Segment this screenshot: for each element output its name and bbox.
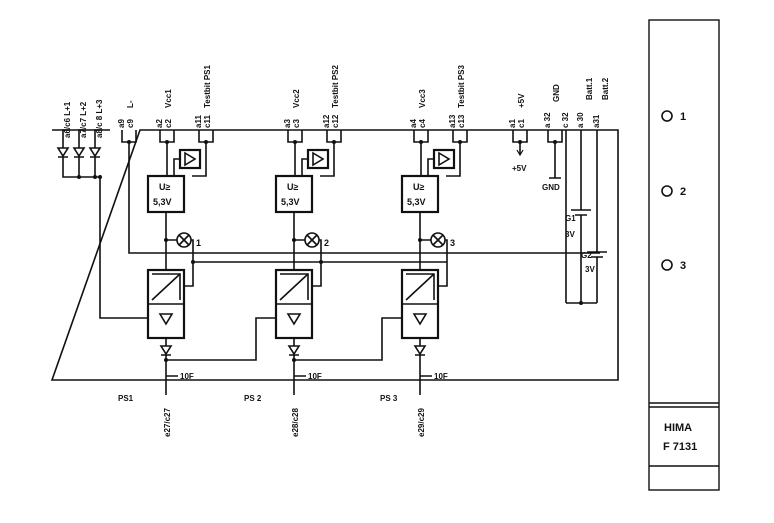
pin-gnd-label: GND — [552, 84, 561, 102]
ch1-ps-label: PS1 — [118, 394, 134, 403]
ch3-pin-c2: c13 — [457, 114, 466, 128]
channel-2: a3 c3 Vcc2 a12 c12 Testbit PS2 U≥ 5,3V 2… — [244, 64, 342, 437]
ch3-pin-c: c4 — [418, 119, 427, 128]
ch1-lamp-label: 1 — [196, 238, 201, 248]
ch2-testbit-label: Testbit PS2 — [331, 64, 340, 108]
svg-text:5,3V: 5,3V — [153, 197, 172, 207]
ch1-comparator — [146, 174, 186, 214]
ch3-vcc-label: Vcc3 — [418, 89, 427, 108]
ch3-pin-a2: a13 — [448, 114, 457, 128]
ch1-vcc-label: Vcc1 — [164, 89, 173, 108]
lminus-label: L- — [126, 100, 135, 108]
svg-text:U≥: U≥ — [287, 182, 298, 192]
ch2-pin-a: a3 — [283, 119, 292, 128]
ch3-fuse: 10F — [434, 372, 448, 381]
led-2-label: 2 — [680, 186, 686, 198]
battery-g1-voltage: 3V — [565, 230, 575, 239]
supply-label-1: a6/c6 L+1 — [63, 101, 72, 138]
pin-c32: c 32 — [561, 112, 570, 128]
ch2-ps-label: PS 2 — [244, 394, 262, 403]
ch2-fuse: 10F — [308, 372, 322, 381]
pin-batt1-label: Batt.1 — [585, 77, 594, 100]
ch3-testbit-label: Testbit PS3 — [457, 64, 466, 108]
battery-g2-icon — [587, 251, 607, 303]
led-1-icon — [661, 110, 673, 122]
lminus-bus — [121, 130, 600, 254]
battery-g1-name: G1 — [565, 214, 576, 223]
ch1-fuse: 10F — [180, 372, 194, 381]
ch3-ps-label: PS 3 — [380, 394, 398, 403]
battery-g1-icon — [571, 209, 591, 303]
pin-a32: a 32 — [543, 112, 552, 128]
svg-text:5,3V: 5,3V — [407, 197, 426, 207]
svg-text:U≥: U≥ — [159, 182, 170, 192]
svg-text:5,3V: 5,3V — [281, 197, 300, 207]
channel-3: a4 c4 Vcc3 a13 c13 Testbit PS3 U≥ 5,3V 3… — [380, 64, 468, 437]
led-3-icon — [661, 259, 673, 271]
board-frame — [50, 129, 619, 381]
front-panel: 1 2 3 HIMA F 7131 — [648, 19, 720, 491]
ch1-pin-c: c2 — [164, 119, 173, 128]
ch2-pin-a2: a12 — [322, 114, 331, 128]
ch1-testbit-label: Testbit PS1 — [203, 64, 212, 108]
pin-c1: c1 — [517, 119, 526, 128]
plus5v-node: +5V — [512, 164, 527, 173]
pin-batt2-label: Batt.2 — [601, 77, 610, 100]
ch3-pin-a: a4 — [409, 119, 418, 128]
right-pins: a1 c1 +5V a 32 GND c 32 a 30 Batt.1 a31 … — [508, 77, 610, 305]
panel-model: F 7131 — [663, 441, 697, 453]
ch3-lamp-label: 3 — [450, 238, 455, 248]
supply-label-3: a8/c 8 L+3 — [95, 99, 104, 138]
ch2-lamp-label: 2 — [324, 238, 329, 248]
battery-g2-name: G2 — [581, 251, 592, 260]
lminus-pin-a: a9 — [117, 119, 126, 128]
led-1-label: 1 — [680, 111, 686, 123]
ch2-out-pin: e28/c28 — [291, 408, 300, 437]
battery-g2-voltage: 3V — [585, 265, 595, 274]
lminus-pin-c: c9 — [126, 119, 135, 128]
ch2-pin-c: c3 — [292, 119, 301, 128]
pin-a30: a 30 — [576, 112, 585, 128]
ch1-pin-a: a2 — [155, 119, 164, 128]
ch2-vcc-label: Vcc2 — [292, 89, 301, 108]
ch1-out-pin: e27/c27 — [163, 408, 172, 437]
pin-a1: a1 — [508, 119, 517, 128]
channel-1: a2 c2 Vcc1 a11 c11 Testbit PS1 U≥ 5,3V 1… — [118, 64, 214, 437]
led-2-icon — [661, 185, 673, 197]
panel-frame — [648, 19, 720, 491]
channel-crosslinks — [166, 317, 402, 361]
gnd-node: GND — [542, 183, 560, 192]
pin-a31: a31 — [592, 114, 601, 128]
supply-label-2: a7/c7 L+2 — [79, 101, 88, 138]
led-3-label: 3 — [680, 260, 686, 272]
supply-diodes — [56, 140, 148, 319]
pin-plus5v-label: +5V — [517, 93, 526, 108]
ch3-out-pin: e29/c29 — [417, 408, 426, 437]
ch1-pin-c2: c11 — [203, 115, 212, 128]
ch1-pin-a2: a11 — [194, 115, 203, 128]
panel-brand: HIMA — [664, 422, 692, 434]
svg-text:U≥: U≥ — [413, 182, 424, 192]
ch2-pin-c2: c12 — [331, 114, 340, 128]
